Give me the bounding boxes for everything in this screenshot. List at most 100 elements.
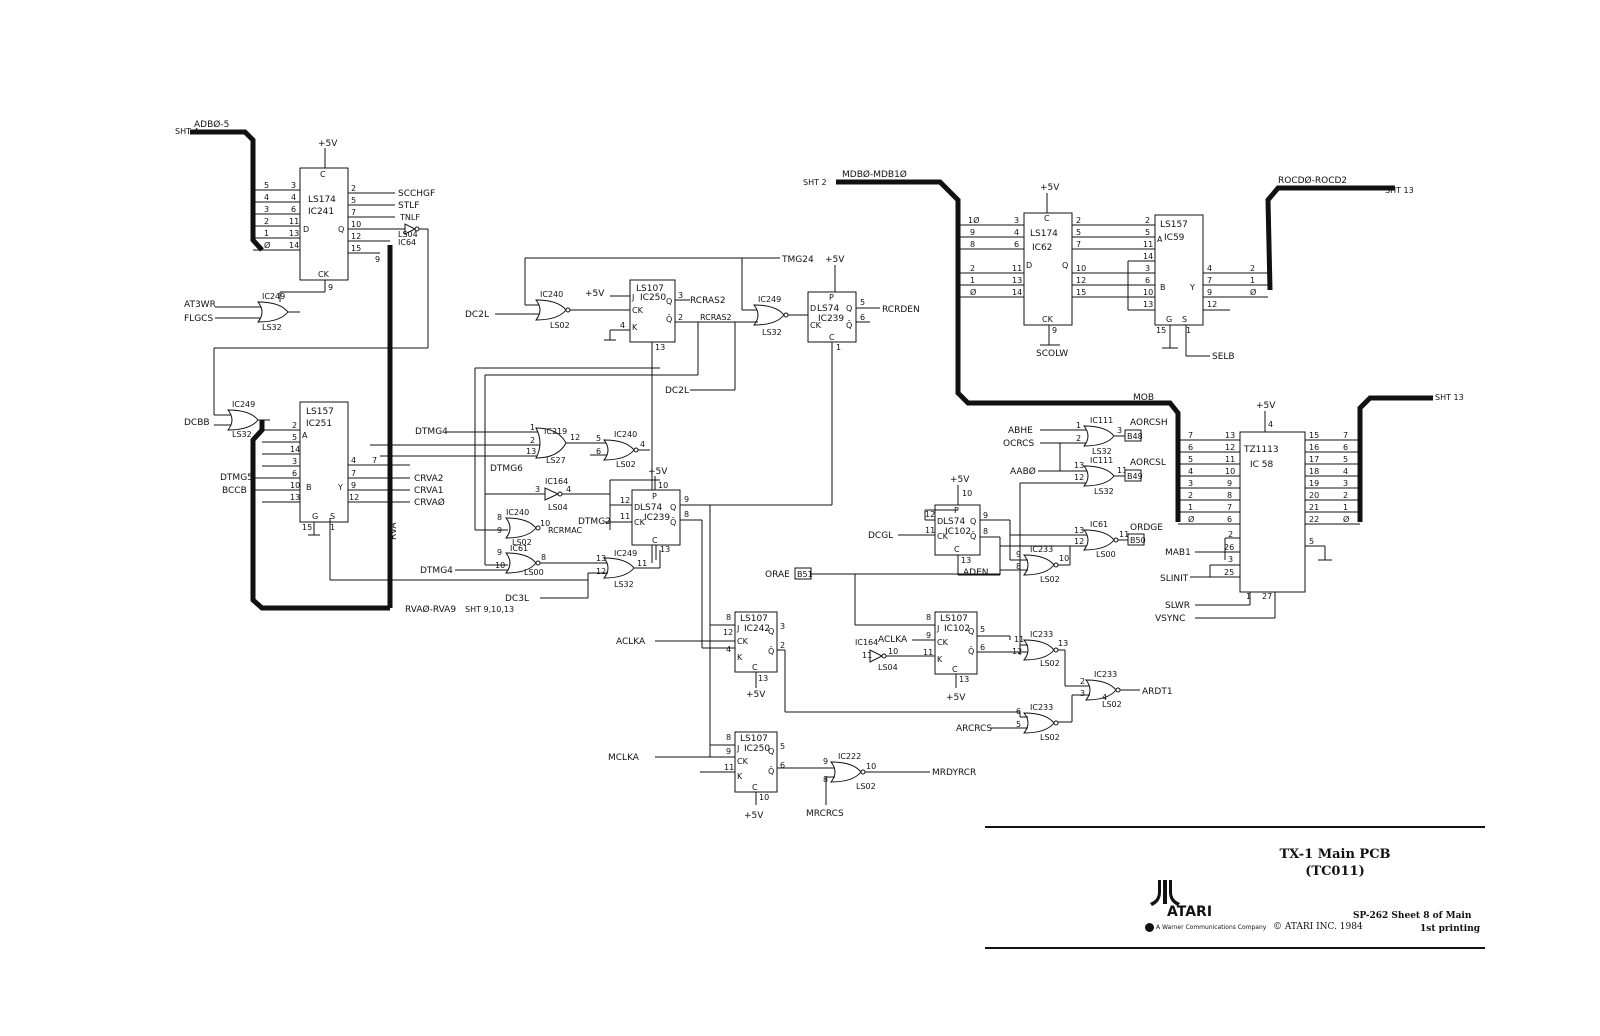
ic239-top-type: LS74 <box>817 304 839 314</box>
svg-text:D: D <box>810 304 816 313</box>
svg-text:6: 6 <box>292 469 297 478</box>
svg-text:CK: CK <box>737 757 749 766</box>
ic239-vcc: +5V <box>825 255 845 265</box>
svg-text:27: 27 <box>1262 592 1272 601</box>
svg-text:14: 14 <box>1012 288 1022 297</box>
svg-text:2: 2 <box>1076 434 1081 443</box>
bus-labels: ADBØ-5 SHT 4 MDBØ-MDB1Ø SHT 2 ROCDØ-ROCD… <box>175 119 1464 615</box>
svg-text:12: 12 <box>1074 473 1084 482</box>
ic233-a-ref: IC233 <box>1030 545 1053 554</box>
ic102-lower-ref: IC102 <box>944 624 970 634</box>
drawing-title: TX-1 Main PCB (TC011) <box>1275 846 1395 880</box>
ic239-lower-block: +5V 10 P D LS74 IC239 CK Q Q̄ C 12 11 DT… <box>578 467 711 757</box>
ic233-a-type: LS02 <box>1040 575 1060 584</box>
dtmg4-label-1: DTMG4 <box>415 427 448 437</box>
svg-text:9: 9 <box>970 228 975 237</box>
ic62-body <box>1023 212 1073 326</box>
dcgl-label: DCGL <box>868 531 893 541</box>
ic249-or-gate-2: DCBB IC249 LS32 <box>184 400 270 439</box>
ic242-ref: IC242 <box>744 624 770 634</box>
svg-text:11: 11 <box>923 648 933 657</box>
ic62-ref: IC62 <box>1032 243 1052 253</box>
svg-text:9: 9 <box>375 255 380 264</box>
right-center-gates: ABHE OCRCS IC111 LS32 1 2 3 B48 AORCSH A… <box>765 416 1173 742</box>
ic233-b-type: LS02 <box>1040 659 1060 668</box>
svg-text:12: 12 <box>723 628 733 637</box>
svg-text:4: 4 <box>640 440 645 449</box>
svg-text:Q: Q <box>768 747 774 756</box>
svg-text:6: 6 <box>291 205 296 214</box>
svg-text:4: 4 <box>1014 228 1019 237</box>
svg-text:Q̄: Q̄ <box>670 517 676 527</box>
svg-text:9: 9 <box>1227 479 1232 488</box>
svg-text:7: 7 <box>351 208 356 217</box>
svg-text:5: 5 <box>1016 720 1021 729</box>
ic249-b-ref: IC249 <box>232 400 255 409</box>
svg-text:Y: Y <box>1189 283 1195 292</box>
ic241-vcc: +5V <box>318 139 338 149</box>
svg-text:4: 4 <box>1343 467 1348 476</box>
svg-text:1: 1 <box>836 343 841 352</box>
svg-text:5: 5 <box>1188 455 1193 464</box>
svg-text:4: 4 <box>1102 693 1107 702</box>
svg-text:10: 10 <box>1225 467 1235 476</box>
svg-text:25: 25 <box>1224 568 1234 577</box>
svg-text:G: G <box>312 512 318 521</box>
svg-text:17: 17 <box>1309 455 1319 464</box>
ic233-b-ref: IC233 <box>1030 630 1053 639</box>
rva-sheet-ref: SHT 9,10,13 <box>465 605 514 614</box>
svg-text:15: 15 <box>302 523 312 532</box>
aclka-label-2: ACLKA <box>878 635 908 645</box>
ic241-type: LS174 <box>308 195 336 205</box>
svg-text:20: 20 <box>1309 491 1319 500</box>
title-block: TX-1 Main PCB (TC011) ATARI A Warner Com… <box>985 818 1485 958</box>
ic61-b-ref: IC61 <box>1090 520 1108 529</box>
svg-text:Q: Q <box>338 225 344 234</box>
svg-text:8: 8 <box>1016 562 1021 571</box>
svg-text:13: 13 <box>959 675 969 684</box>
mclka-label: MCLKA <box>608 753 640 763</box>
svg-text:3: 3 <box>1117 426 1122 435</box>
svg-text:2: 2 <box>530 436 535 445</box>
svg-text:7: 7 <box>1343 431 1348 440</box>
aorcsl-label: AORCSL <box>1130 458 1166 468</box>
mdb-sheet-ref: SHT 2 <box>803 178 827 187</box>
ic64-ref: IC64 <box>398 238 416 247</box>
ordge-label: ORDGE <box>1130 523 1163 533</box>
svg-text:6: 6 <box>1188 443 1193 452</box>
ic164-a-ref: IC164 <box>545 477 568 486</box>
svg-text:12: 12 <box>1074 537 1084 546</box>
ic222-ref: IC222 <box>838 752 861 761</box>
svg-text:6: 6 <box>1343 443 1348 452</box>
svg-text:3: 3 <box>1188 479 1193 488</box>
svg-text:C: C <box>752 783 758 792</box>
svg-text:1: 1 <box>1250 276 1255 285</box>
svg-text:11: 11 <box>1117 466 1127 475</box>
adb-bus <box>190 129 264 252</box>
svg-text:3: 3 <box>1228 555 1233 564</box>
ic58-type: TZ1113 <box>1243 445 1279 455</box>
svg-text:S: S <box>330 512 335 521</box>
svg-text:13: 13 <box>1225 431 1235 440</box>
svg-text:5: 5 <box>1076 228 1081 237</box>
svg-text:13: 13 <box>526 447 536 456</box>
svg-text:9: 9 <box>351 481 356 490</box>
ic250-lower-block: MCLKA LS107 IC250 J CK K Q Q̄ C 8 9 11 5… <box>608 731 976 821</box>
at3wr-label: AT3WR <box>184 300 216 310</box>
svg-text:10: 10 <box>290 481 300 490</box>
svg-text:11: 11 <box>1014 635 1024 644</box>
stlf-label: STLF <box>398 201 419 211</box>
ic164-a-type: LS04 <box>548 503 568 512</box>
ic249-d-type: LS32 <box>614 580 634 589</box>
ls157-ic251-block: LS157 IC251 A B Y G S 2 5 14 3 6 10 DTMG… <box>220 401 588 581</box>
svg-text:J: J <box>936 624 939 633</box>
ic111-a-ref: IC111 <box>1090 416 1113 425</box>
tmg24-label: TMG24 <box>781 255 814 265</box>
svg-text:K: K <box>737 772 743 781</box>
ic233-d-type: LS02 <box>1040 733 1060 742</box>
b50-label: B50 <box>1130 536 1146 545</box>
aab0-label: AABØ <box>1010 466 1036 477</box>
ic102-body <box>934 504 981 556</box>
svg-text:4: 4 <box>1188 467 1193 476</box>
